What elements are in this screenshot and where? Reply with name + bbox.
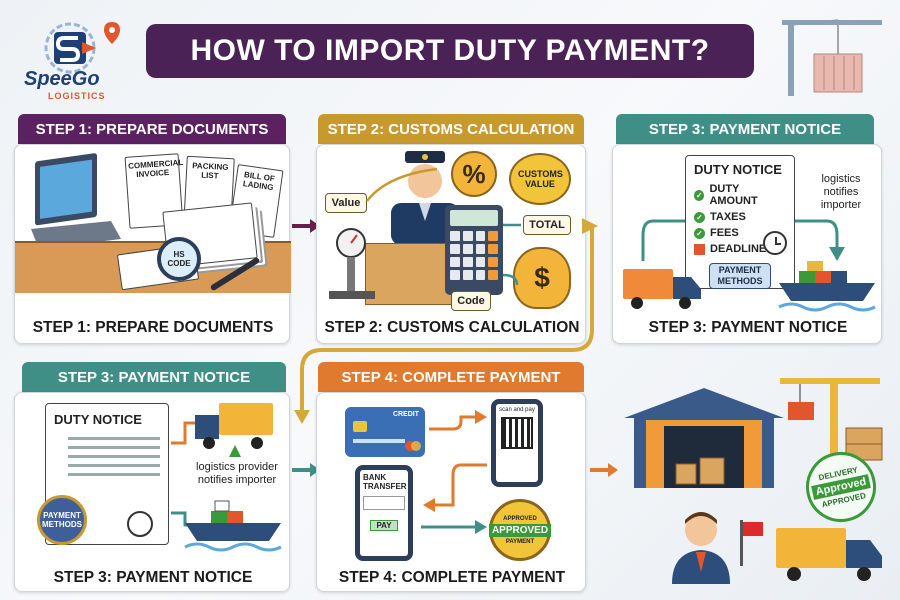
step3-top-panel: DUTY NOTICE ✓DUTY AMOUNT ✓TAXES ✓FEES DE…	[612, 144, 882, 344]
step3-bottom-panel: DUTY NOTICE PAYMENT METHODS logistics pr…	[14, 392, 290, 592]
approved-stamp: APPROVED APPROVED PAYMENT	[488, 499, 552, 561]
deadline-row: DEADLINE	[694, 243, 786, 255]
arrow-step4-final	[590, 463, 618, 477]
logo-name: SpeeGo	[24, 68, 100, 90]
pay-button-label: PAY	[370, 520, 398, 531]
customs-value-badge: CUSTOMS VALUE	[509, 153, 571, 205]
notify-arrows	[641, 219, 845, 261]
page-title: HOW TO IMPORT DUTY PAYMENT?	[146, 24, 754, 78]
fees-row: ✓FEES	[694, 227, 786, 239]
value-label: Value	[325, 193, 367, 213]
port-crane-icon	[780, 378, 883, 462]
logo-icon	[44, 22, 120, 74]
percent-icon: %	[451, 151, 497, 197]
step3-top-caption: STEP 3: PAYMENT NOTICE	[648, 319, 848, 336]
arrow-step1-step2	[292, 219, 320, 233]
notifies-text: logistics notifies importer	[820, 173, 862, 211]
truck-icon	[623, 269, 701, 309]
scan-and-pay-label: scan and pay	[499, 407, 535, 413]
scale-icon	[329, 228, 375, 299]
code-label: Code	[451, 291, 491, 311]
payment-methods-badge: PAYMENT METHODS	[709, 263, 771, 289]
step4-caption: STEP 4: COMPLETE PAYMENT	[338, 569, 566, 586]
phone-bank-icon: BANK TRANSFER PAY	[355, 465, 413, 561]
payment-arrows	[421, 410, 487, 534]
taxes-row: ✓TAXES	[694, 211, 786, 223]
notify-arrows-2	[171, 421, 241, 527]
flag-icon	[740, 520, 763, 566]
tab-step2: STEP 2: CUSTOMS CALCULATION	[318, 114, 584, 144]
duty-notice-doc: DUTY NOTICE ✓DUTY AMOUNT ✓TAXES ✓FEES DE…	[685, 155, 795, 289]
payment-methods-seal: PAYMENT METHODS	[37, 495, 87, 545]
credit-label: CREDIT	[392, 411, 419, 418]
tab-step3-top: STEP 3: PAYMENT NOTICE	[616, 114, 874, 144]
truck-icon-2	[195, 403, 273, 449]
clock-icon	[763, 231, 787, 255]
logo: SpeeGo LOGISTICS	[20, 18, 130, 108]
step1-panel: COMMERCIAL INVOICE PACKING LIST BILL OF …	[14, 144, 291, 344]
logo-sub: LOGISTICS	[48, 91, 106, 101]
magnifier-icon: HS CODE	[157, 237, 201, 281]
duty-amount-row: ✓DUTY AMOUNT	[694, 183, 758, 207]
duty-notice-title-2: DUTY NOTICE	[54, 412, 142, 427]
step4-panel: CREDIT scan and pay BANK TRANSFER PAY AP…	[316, 392, 586, 592]
tab-step1: STEP 1: PREPARE DOCUMENTS	[18, 114, 286, 144]
credit-card-icon: CREDIT	[345, 407, 425, 457]
crane-icon	[782, 19, 882, 96]
bank-transfer-label: BANK TRANSFER	[363, 473, 407, 491]
money-bag-icon: $	[513, 247, 571, 309]
businessman-icon	[672, 512, 730, 584]
total-label: TOTAL	[523, 215, 571, 235]
clock-icon-2	[127, 511, 153, 537]
arrow-step3-step4	[292, 463, 320, 477]
ship-icon-2	[184, 500, 282, 552]
tab-step4: STEP 4: COMPLETE PAYMENT	[318, 362, 584, 392]
flow-arrows	[366, 167, 521, 286]
notifies-text-2: logistics provider notifies importer	[196, 461, 278, 486]
step2-caption: STEP 2: CUSTOMS CALCULATION	[324, 319, 580, 336]
step3-bottom-caption: STEP 3: PAYMENT NOTICE	[53, 569, 253, 586]
delivery-truck-icon	[776, 528, 882, 581]
step2-panel: Value % CUSTOMS VALUE TOTAL Code $ STEP …	[316, 144, 586, 344]
ship-icon	[778, 261, 876, 312]
step1-caption: STEP 1: PREPARE DOCUMENTS	[32, 319, 274, 336]
phone-qr-icon: scan and pay	[491, 399, 543, 487]
duty-notice-title: DUTY NOTICE	[694, 162, 782, 177]
hs-code-label: HS CODE	[167, 250, 191, 268]
arrow-step2-step3	[294, 218, 598, 424]
tab-step3-bottom: STEP 3: PAYMENT NOTICE	[22, 362, 286, 392]
calculator-icon	[445, 205, 503, 295]
warehouse-icon	[624, 388, 784, 488]
